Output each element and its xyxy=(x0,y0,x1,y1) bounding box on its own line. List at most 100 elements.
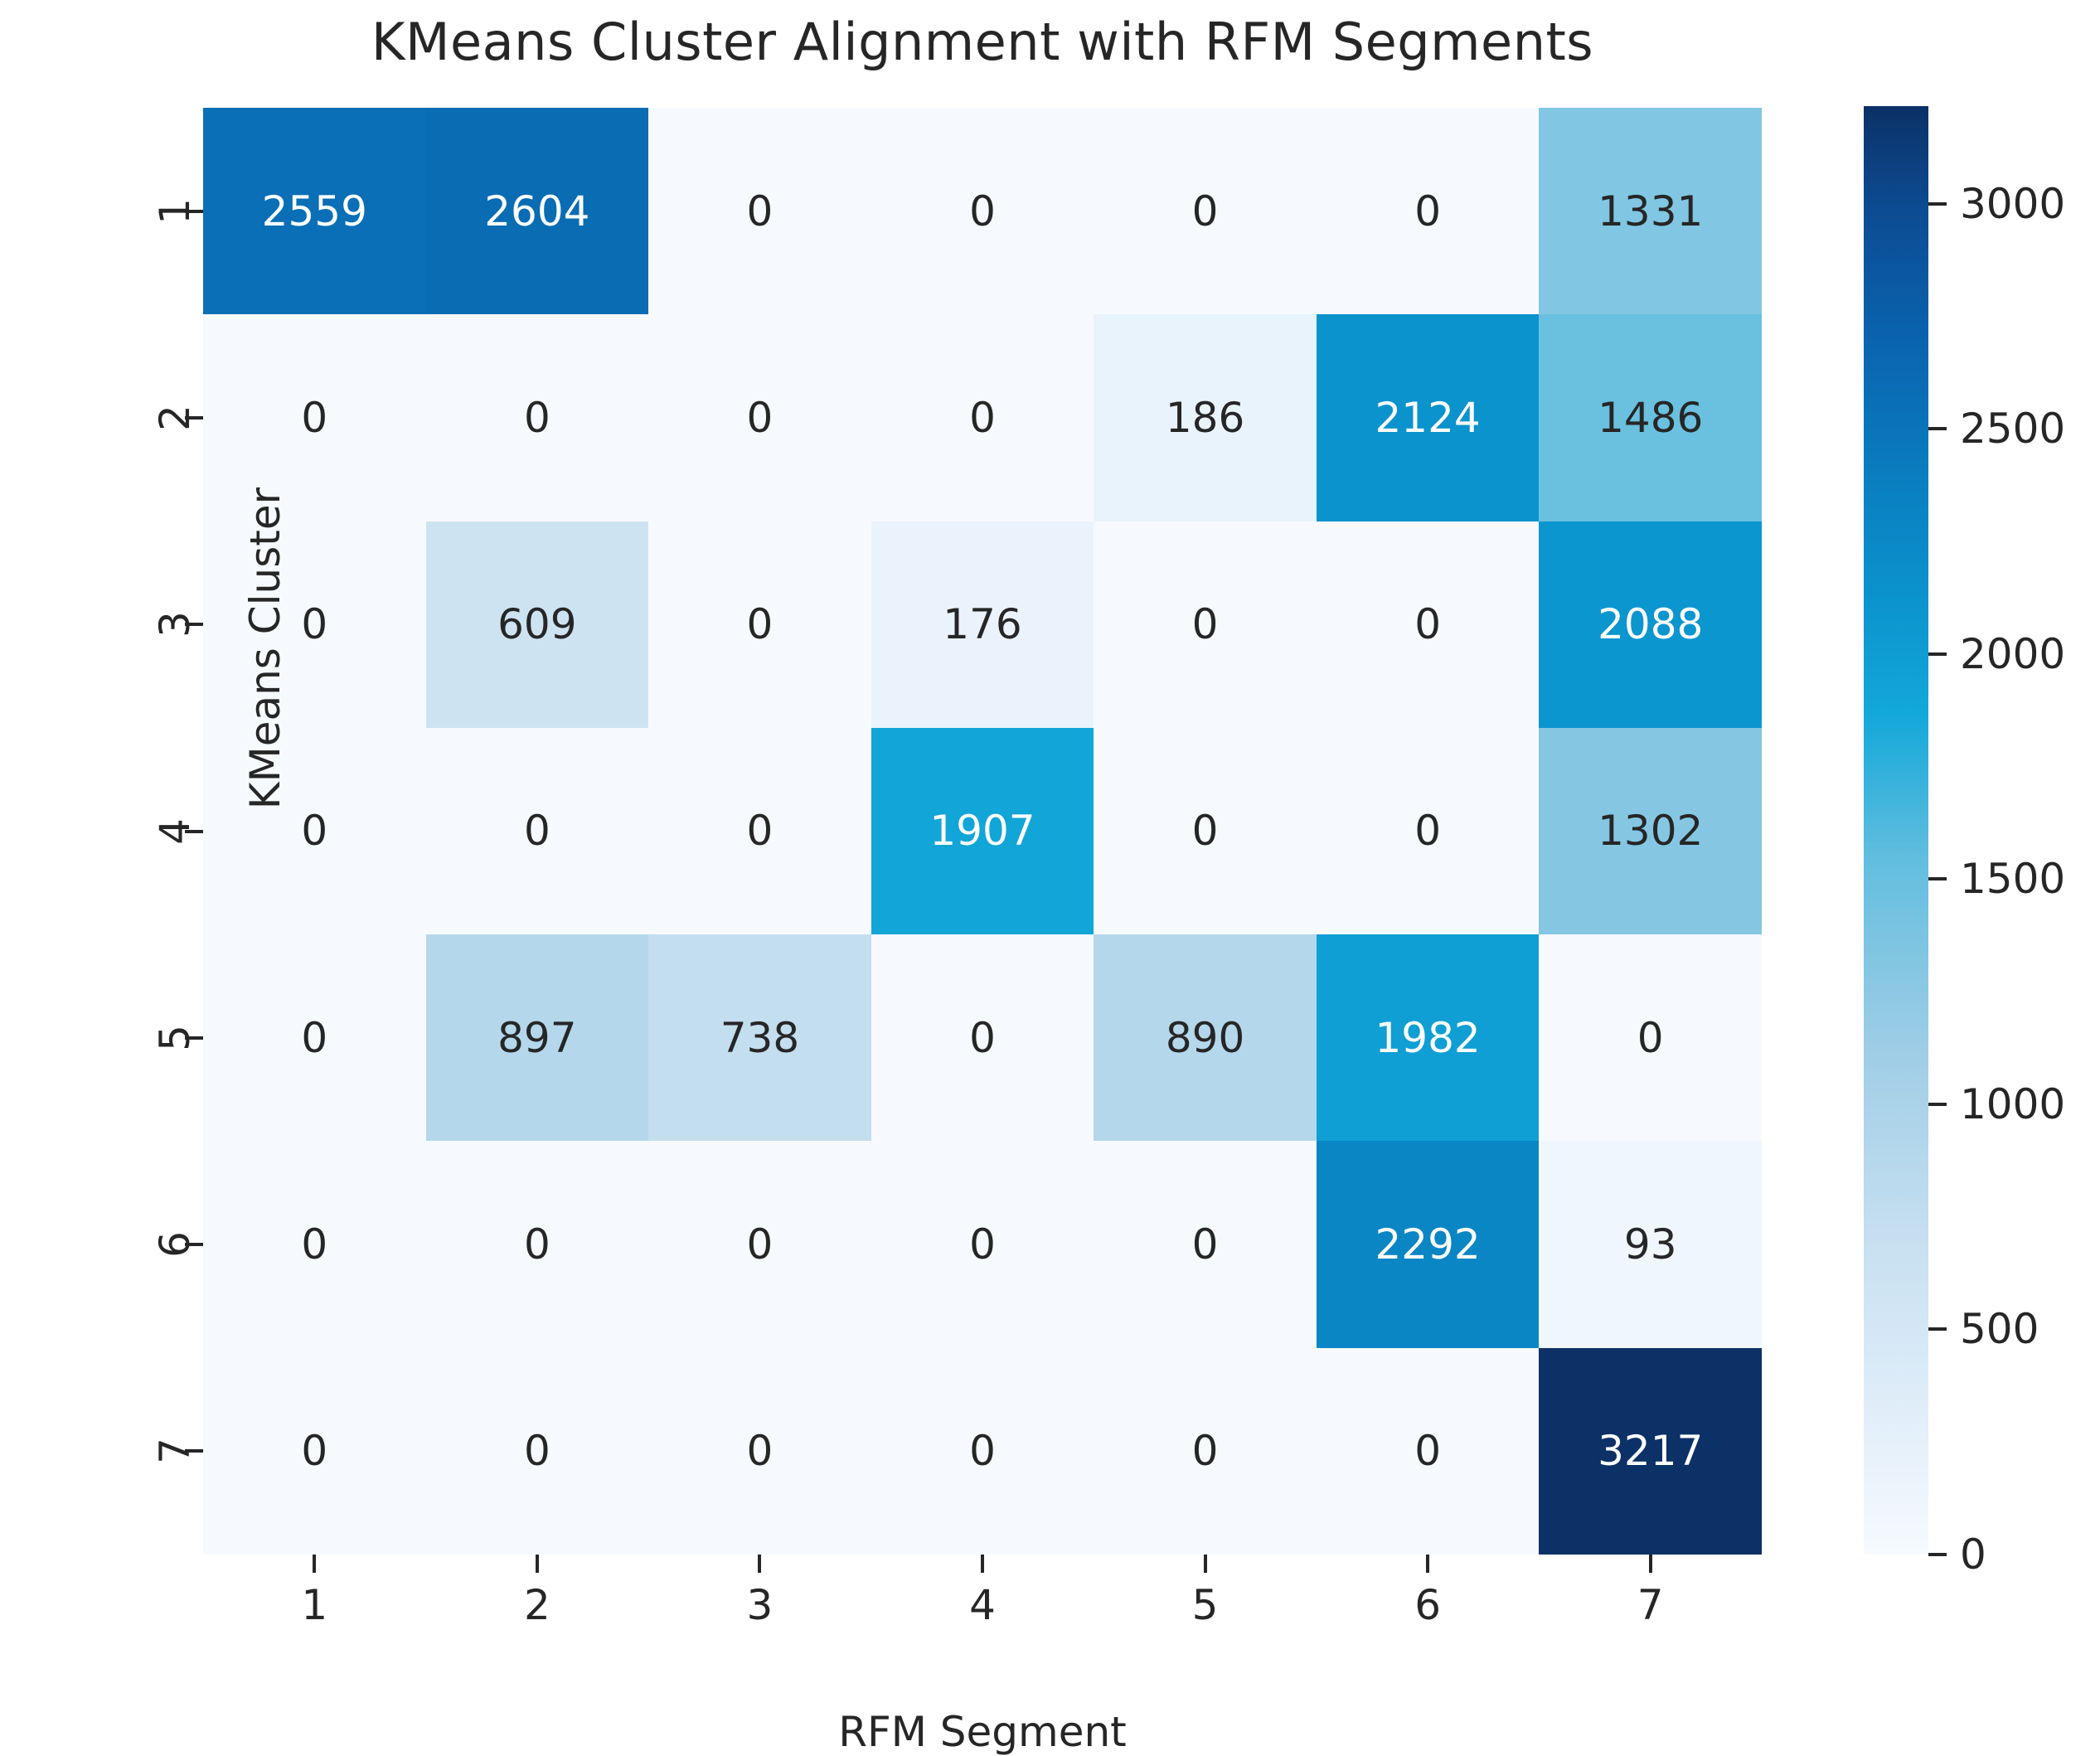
heatmap-cell-value: 0 xyxy=(969,1013,996,1062)
heatmap-cell: 0 xyxy=(1094,1141,1317,1348)
x-tick-mark xyxy=(758,1555,762,1573)
heatmap-cell: 1302 xyxy=(1539,727,1762,935)
heatmap-cell-value: 0 xyxy=(1414,187,1442,235)
heatmap-cell-value: 0 xyxy=(1414,600,1442,649)
heatmap-cell-value: 2292 xyxy=(1375,1220,1481,1269)
heatmap-cell: 0 xyxy=(203,934,426,1142)
heatmap-cell: 186 xyxy=(1094,314,1317,521)
colorbar-tick-mark xyxy=(1928,1553,1947,1556)
heatmap-cell-value: 1331 xyxy=(1598,187,1704,235)
x-tick-mark xyxy=(535,1555,539,1573)
colorbar-tick-label: 500 xyxy=(1960,1305,2039,1354)
heatmap-cell: 0 xyxy=(648,314,871,521)
heatmap-cell-value: 0 xyxy=(301,393,328,442)
heatmap-cell: 0 xyxy=(1094,727,1317,935)
heatmap-cell: 0 xyxy=(648,1347,871,1555)
x-axis-label: RFM Segment xyxy=(838,1708,1127,1756)
heatmap-cell: 176 xyxy=(871,521,1094,728)
colorbar-tick-mark xyxy=(1928,427,1947,431)
y-axis-label: KMeans Cluster xyxy=(241,487,289,809)
heatmap-cell: 609 xyxy=(425,521,649,728)
heatmap-cell-value: 0 xyxy=(969,187,996,235)
y-tick-mark xyxy=(185,1036,203,1040)
heatmap-cell: 0 xyxy=(871,934,1094,1142)
heatmap-cell-value: 176 xyxy=(943,600,1022,649)
heatmap-cell: 0 xyxy=(203,521,426,728)
heatmap-cell-value: 2559 xyxy=(261,187,367,235)
heatmap-cell-value: 2604 xyxy=(484,187,590,235)
x-tick-mark xyxy=(1648,1555,1652,1573)
heatmap-cell: 0 xyxy=(1316,727,1540,935)
colorbar-tick-mark xyxy=(1928,1102,1947,1106)
heatmap-cell-value: 0 xyxy=(301,1013,328,1062)
x-tick-label: 2 xyxy=(523,1581,550,1629)
heatmap-cell: 0 xyxy=(1094,1347,1317,1555)
heatmap-cell-value: 609 xyxy=(497,600,577,649)
heatmap-cell: 0 xyxy=(871,1347,1094,1555)
heatmap-cell: 0 xyxy=(871,108,1094,315)
heatmap-cell: 0 xyxy=(871,1141,1094,1348)
heatmap-cell: 0 xyxy=(1539,934,1762,1142)
heatmap-cell: 93 xyxy=(1539,1141,1762,1348)
heatmap-cell: 0 xyxy=(648,1141,871,1348)
heatmap-cell: 0 xyxy=(1316,1347,1540,1555)
heatmap-cell-value: 0 xyxy=(1414,1427,1442,1476)
heatmap-cell: 0 xyxy=(1316,108,1540,315)
heatmap-cell-value: 2124 xyxy=(1375,393,1481,442)
heatmap-cell-value: 0 xyxy=(1191,1220,1219,1269)
heatmap-cell-value: 0 xyxy=(523,807,550,856)
heatmap-cell-value: 0 xyxy=(746,187,774,235)
colorbar-tick-label: 1000 xyxy=(1960,1079,2066,1128)
colorbar-tick-label: 3000 xyxy=(1960,179,2066,228)
heatmap-cell: 2559 xyxy=(203,108,426,315)
x-tick-label: 7 xyxy=(1637,1581,1664,1629)
colorbar-tick-mark xyxy=(1928,201,1947,206)
colorbar-tick-mark xyxy=(1928,652,1947,656)
heatmap-cell: 0 xyxy=(1094,521,1317,728)
heatmap-cell: 738 xyxy=(648,934,871,1142)
heatmap-cell: 1486 xyxy=(1539,314,1762,521)
chart-title: KMeans Cluster Alignment with RFM Segmen… xyxy=(371,12,1594,72)
x-tick-label: 5 xyxy=(1191,1581,1219,1629)
heatmap-cell: 2088 xyxy=(1539,521,1762,728)
colorbar-tick-mark xyxy=(1928,1327,1947,1332)
y-tick-mark xyxy=(185,1243,203,1247)
heatmap-cell-value: 0 xyxy=(969,1427,996,1476)
heatmap-cell: 0 xyxy=(648,521,871,728)
heatmap-cell: 0 xyxy=(425,1347,649,1555)
x-tick-mark xyxy=(313,1555,317,1573)
y-tick-mark xyxy=(185,829,203,833)
heatmap-cell-value: 1486 xyxy=(1598,393,1704,442)
y-tick-mark xyxy=(185,1449,203,1453)
heatmap-cell-value: 0 xyxy=(301,600,328,649)
heatmap-cell-value: 1907 xyxy=(929,807,1035,856)
heatmap-cell-value: 0 xyxy=(969,393,996,442)
heatmap-cell: 1907 xyxy=(871,727,1094,935)
heatmap-cell-value: 0 xyxy=(1637,1013,1664,1062)
x-tick-label: 6 xyxy=(1414,1581,1442,1629)
x-tick-mark xyxy=(981,1555,984,1573)
x-tick-mark xyxy=(1426,1555,1430,1573)
heatmap-cell-value: 3217 xyxy=(1598,1427,1704,1476)
heatmap-cell: 0 xyxy=(203,727,426,935)
colorbar-tick-label: 2000 xyxy=(1960,629,2066,678)
heatmap-cell-value: 0 xyxy=(1191,600,1219,649)
heatmap-cell-value: 0 xyxy=(746,393,774,442)
heatmap-cell: 890 xyxy=(1094,934,1317,1142)
heatmap-cell: 2124 xyxy=(1316,314,1540,521)
y-tick-mark xyxy=(185,623,203,627)
heatmap-cell-value: 0 xyxy=(1191,187,1219,235)
heatmap-cell: 1982 xyxy=(1316,934,1540,1142)
heatmap-cell-value: 0 xyxy=(301,1427,328,1476)
heatmap-cell: 0 xyxy=(203,1347,426,1555)
heatmap-cell: 3217 xyxy=(1539,1347,1762,1555)
heatmap-cell-value: 0 xyxy=(746,600,774,649)
heatmap-cell: 0 xyxy=(203,314,426,521)
heatmap-cell-value: 0 xyxy=(301,1220,328,1269)
heatmap-cell-value: 186 xyxy=(1165,393,1245,442)
heatmap-cell: 897 xyxy=(425,934,649,1142)
